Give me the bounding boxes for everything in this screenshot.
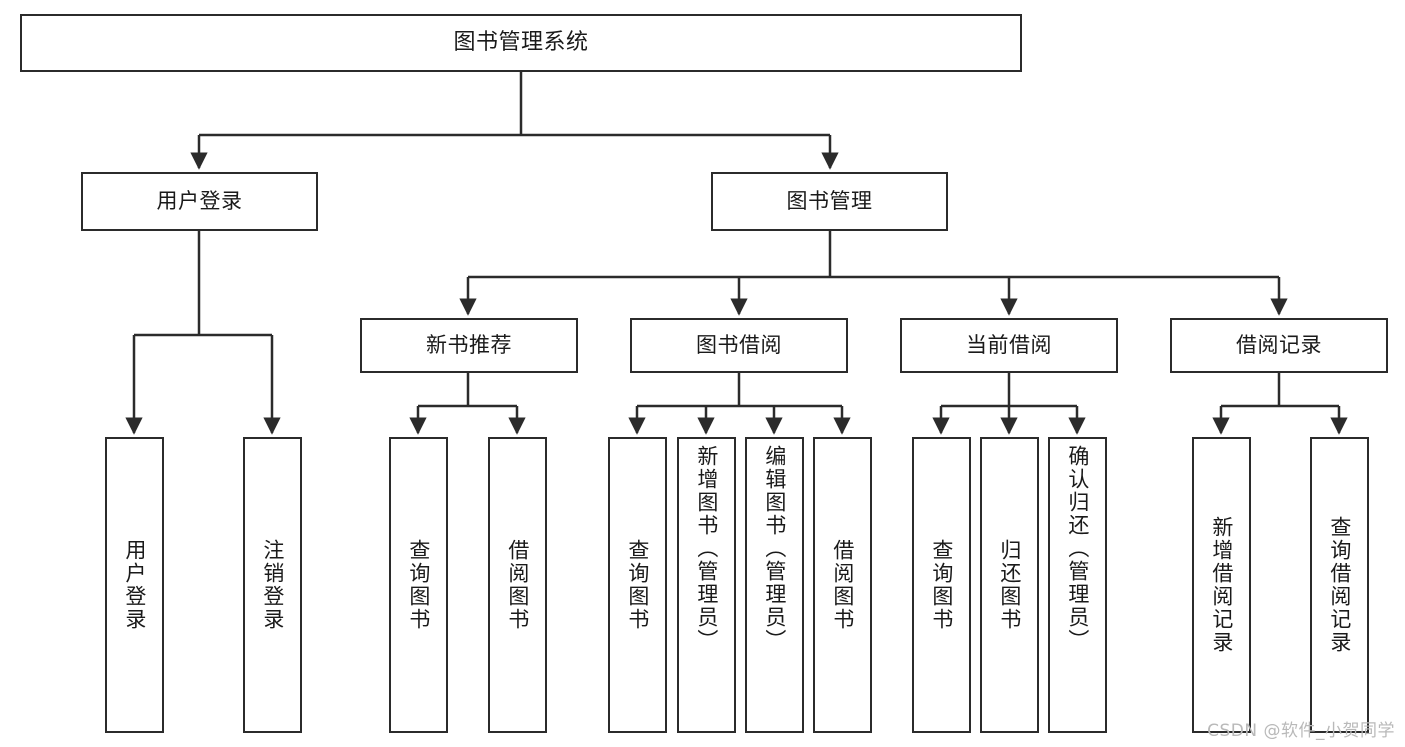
node-leaf-add-book-label: 新增图书（管理员） (694, 445, 719, 652)
node-borrow-record-label: 借阅记录 (1236, 332, 1322, 357)
node-leaf-query-record-label: 查询借阅记录 (1327, 516, 1352, 654)
node-leaf-borrow-book-1[interactable]: 借阅图书 (488, 437, 547, 733)
node-user-login-label: 用户登录 (156, 188, 243, 213)
node-borrow-record[interactable]: 借阅记录 (1170, 318, 1388, 373)
node-new-book-rec[interactable]: 新书推荐 (360, 318, 578, 373)
node-leaf-confirm-return[interactable]: 确认归还（管理员） (1048, 437, 1107, 733)
node-root[interactable]: 图书管理系统 (20, 14, 1022, 72)
node-leaf-query-book-1[interactable]: 查询图书 (389, 437, 448, 733)
node-leaf-edit-book[interactable]: 编辑图书（管理员） (745, 437, 804, 733)
node-leaf-query-record[interactable]: 查询借阅记录 (1310, 437, 1369, 733)
node-current-borrow[interactable]: 当前借阅 (900, 318, 1118, 373)
node-current-borrow-label: 当前借阅 (966, 332, 1052, 357)
node-leaf-query-book-2[interactable]: 查询图书 (608, 437, 667, 733)
node-book-borrow[interactable]: 图书借阅 (630, 318, 848, 373)
node-leaf-query-book-3[interactable]: 查询图书 (912, 437, 971, 733)
node-leaf-borrow-book-2[interactable]: 借阅图书 (813, 437, 872, 733)
node-leaf-borrow-book-2-label: 借阅图书 (830, 539, 855, 631)
node-leaf-query-book-3-label: 查询图书 (929, 539, 954, 631)
node-leaf-edit-book-label: 编辑图书（管理员） (762, 445, 787, 652)
node-user-login[interactable]: 用户登录 (81, 172, 318, 231)
node-leaf-add-book[interactable]: 新增图书（管理员） (677, 437, 736, 733)
node-leaf-logout[interactable]: 注销登录 (243, 437, 302, 733)
node-leaf-return-book-label: 归还图书 (997, 539, 1022, 631)
node-leaf-user-login-label: 用户登录 (122, 539, 147, 631)
node-leaf-query-book-1-label: 查询图书 (406, 539, 431, 631)
node-leaf-confirm-return-label: 确认归还（管理员） (1065, 445, 1090, 652)
node-leaf-add-record[interactable]: 新增借阅记录 (1192, 437, 1251, 733)
node-leaf-add-record-label: 新增借阅记录 (1209, 516, 1234, 654)
node-leaf-return-book[interactable]: 归还图书 (980, 437, 1039, 733)
node-root-label: 图书管理系统 (453, 29, 589, 55)
node-new-book-rec-label: 新书推荐 (426, 332, 512, 357)
node-book-manage-label: 图书管理 (786, 188, 873, 213)
node-book-manage[interactable]: 图书管理 (711, 172, 948, 231)
node-leaf-query-book-2-label: 查询图书 (625, 539, 650, 631)
node-leaf-user-login[interactable]: 用户登录 (105, 437, 164, 733)
node-leaf-logout-label: 注销登录 (260, 539, 285, 631)
node-leaf-borrow-book-1-label: 借阅图书 (505, 539, 530, 631)
node-book-borrow-label: 图书借阅 (696, 332, 782, 357)
